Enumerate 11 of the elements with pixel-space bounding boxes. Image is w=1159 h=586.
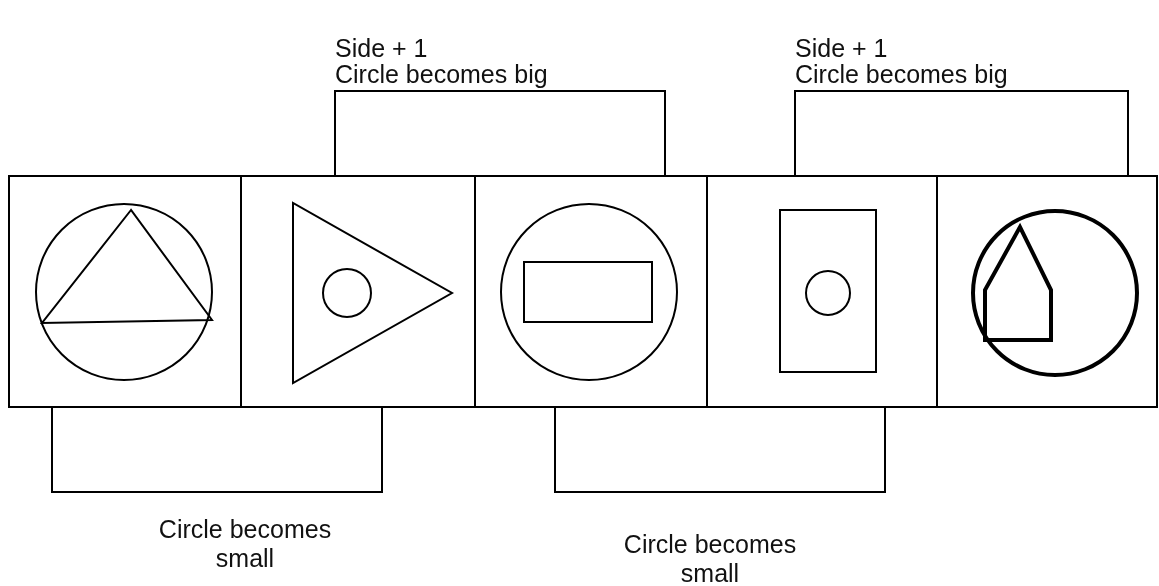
- caption-text: Side + 1: [795, 34, 888, 63]
- caption-text: Side + 1: [335, 34, 428, 63]
- caption-text: Circle becomes small: [157, 515, 333, 573]
- caption-text: Circle becomes big: [795, 60, 1008, 89]
- picture-panel: [240, 175, 476, 408]
- picture-panel: [706, 175, 938, 408]
- picture-panel: [8, 175, 242, 408]
- caption-text: Circle becomes small: [622, 530, 798, 586]
- picture-panel: [936, 175, 1158, 408]
- caption-text: Circle becomes big: [335, 60, 548, 89]
- picture-panel: [474, 175, 708, 408]
